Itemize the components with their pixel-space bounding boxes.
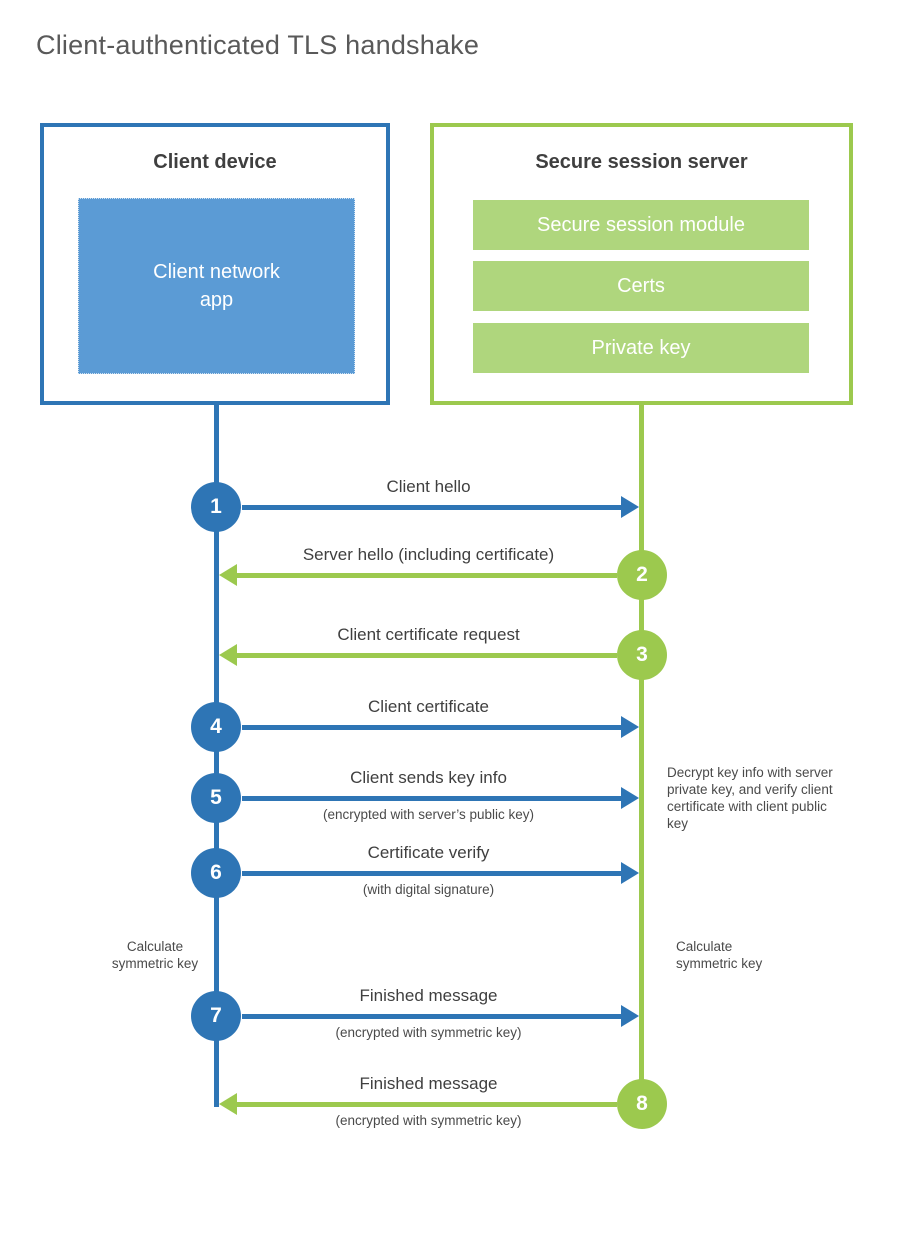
client-device-box: Client device Client network app [40,123,390,405]
step-number-badge: 2 [617,550,667,600]
private-key-bar: Private key [473,323,809,373]
message-arrow-head [621,1005,639,1027]
step-number-badge: 6 [191,848,241,898]
message-arrow-head [621,787,639,809]
step-number-badge: 7 [191,991,241,1041]
message-sublabel: (with digital signature) [362,882,495,897]
page-title: Client-authenticated TLS handshake [36,30,480,60]
secure-session-server-title: Secure session server [535,151,748,173]
handshake-step: 2 Server hello (including certificate) [0,545,900,610]
server-lifeline [639,405,644,1105]
handshake-step: 8 Finished message (encrypted with symme… [0,1074,900,1139]
step-number-badge: 8 [617,1079,667,1129]
step-number-badge: 4 [191,702,241,752]
message-label: Finished message [359,986,498,1005]
secure-session-server-box: Secure session server Secure session mod… [430,123,853,405]
message-label: Client certificate [368,697,489,716]
message-arrow-line [242,504,621,510]
message-arrow-head [219,644,237,666]
message-arrow-line [242,870,621,876]
step-number-badge: 1 [191,482,241,532]
message-label: Client hello [386,477,471,496]
handshake-step: 5 Client sends key info (encrypted with … [0,768,900,833]
handshake-step: 1 Client hello [0,477,900,542]
client-calculate-symmetric-key-note: Calculate symmetric key [111,939,199,971]
step-number-badge: 5 [191,773,241,823]
client-device-title: Client device [153,151,277,173]
message-sublabel: (encrypted with symmetric key) [335,1025,522,1040]
handshake-step: 3 Client certificate request [0,625,900,690]
message-arrow-head [621,862,639,884]
server-decrypt-note: Decrypt key info with server private key… [667,765,833,831]
message-arrow-line [237,1101,617,1107]
message-sublabel: (encrypted with server’s public key) [322,807,535,822]
step-number-badge: 3 [617,630,667,680]
certs-bar: Certs [473,261,809,311]
message-arrow-line [237,652,617,658]
client-network-app-label: Client network app [153,261,280,311]
message-arrow-line [242,1013,621,1019]
message-arrow-line [242,724,621,730]
server-calculate-symmetric-key-note: Calculate symmetric key [676,939,763,971]
secure-session-module-bar: Secure session module [473,200,809,250]
message-arrow-head [219,564,237,586]
message-label: Server hello (including certificate) [302,545,555,564]
message-label: Client certificate request [337,625,520,644]
message-label: Client sends key info [350,768,507,787]
message-sublabel: (encrypted with symmetric key) [335,1113,522,1128]
message-arrow-head [621,716,639,738]
client-lifeline [214,405,219,1107]
message-label: Certificate verify [367,843,490,862]
message-arrow-head [621,496,639,518]
message-label: Finished message [359,1074,498,1093]
client-network-app-box: Client network app [78,198,355,374]
handshake-step: 7 Finished message (encrypted with symme… [0,986,900,1051]
message-arrow-head [219,1093,237,1115]
handshake-step: 4 Client certificate [0,697,900,762]
handshake-step: 6 Certificate verify (with digital signa… [0,843,900,908]
message-arrow-line [242,795,621,801]
message-arrow-line [237,572,617,578]
